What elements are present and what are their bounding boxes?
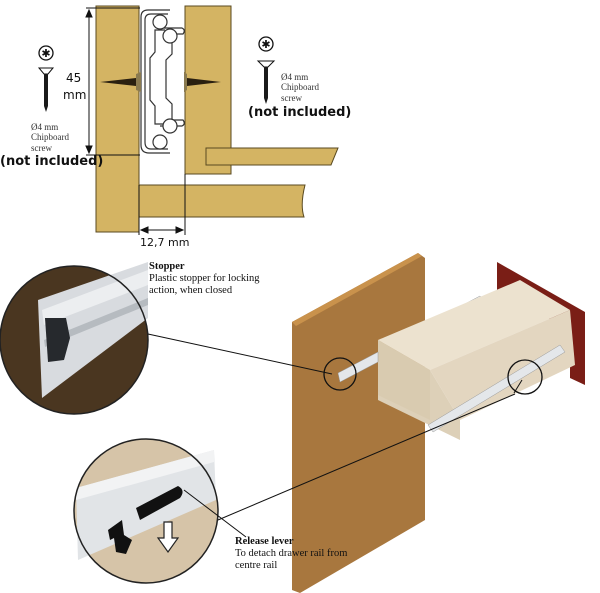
- cabinet-wall-edge: [292, 253, 422, 326]
- right-screw-spec: Ø4 mm Chipboard screw: [281, 72, 319, 103]
- stopper-desc-line2: action, when closed: [149, 285, 233, 297]
- rail-stopper-side: [337, 351, 379, 383]
- width-dimension-line: [138, 174, 186, 235]
- drawer-box-wall: [378, 340, 430, 420]
- right-screw-label: screw: [281, 92, 302, 103]
- height-dimension-value: 45: [66, 71, 82, 85]
- ball-bearings: [152, 14, 178, 150]
- cabinet-side-panel: [95, 5, 140, 233]
- chipboard-screw-icon-right: [256, 60, 276, 104]
- svg-text:✱: ✱: [261, 38, 270, 51]
- left-screw-diameter: Ø4 mm: [31, 122, 59, 132]
- left-screw-type: Chipboard: [31, 132, 69, 143]
- left-screw-label: screw: [31, 142, 52, 153]
- height-dimension-unit: mm: [63, 88, 87, 102]
- release-lever-magnified-view: [73, 438, 219, 584]
- height-dimension-line: [85, 7, 140, 156]
- cabinet-bottom-board: [138, 184, 306, 218]
- release-lever-highlight-circle: [507, 359, 543, 395]
- screw-left-installed: [100, 72, 141, 92]
- drawer-bottom-board: [205, 147, 339, 166]
- screw-head-icon-left: ✱: [38, 45, 54, 61]
- leader-lines: [147, 333, 523, 538]
- width-dimension-text: 12,7 mm: [140, 236, 190, 249]
- chipboard-screw-icon-left: [37, 67, 55, 112]
- left-screw-spec: Ø4 mm Chipboard screw: [31, 122, 69, 153]
- release-lever-desc-line1: To detach drawer rail from: [235, 548, 348, 560]
- left-screw-not-included-note: (not included): [0, 154, 104, 169]
- stopper-highlight-circle: [323, 357, 357, 391]
- stopper-title: Stopper: [149, 261, 185, 272]
- stopper-desc-line1: Plastic stopper for locking: [149, 273, 260, 285]
- drawer-box-front-side: [430, 310, 575, 420]
- release-lever-callout: Release lever To detach drawer rail from…: [235, 536, 347, 572]
- screw-right-installed: [184, 72, 221, 92]
- svg-text:✱: ✱: [41, 47, 50, 60]
- right-screw-not-included-note: (not included): [248, 105, 352, 120]
- screw-head-icon-right: ✱: [258, 36, 274, 52]
- release-lever-title: Release lever: [235, 536, 294, 547]
- stopper-callout: Stopper Plastic stopper for locking acti…: [149, 261, 260, 297]
- right-screw-diameter: Ø4 mm: [281, 72, 309, 82]
- slide-rail-profile: [140, 9, 185, 154]
- right-screw-type: Chipboard: [281, 82, 319, 93]
- drawer-box-inside: [378, 280, 570, 370]
- stopper-magnified-view: [0, 262, 149, 415]
- release-lever-desc-line2: centre rail: [235, 560, 278, 572]
